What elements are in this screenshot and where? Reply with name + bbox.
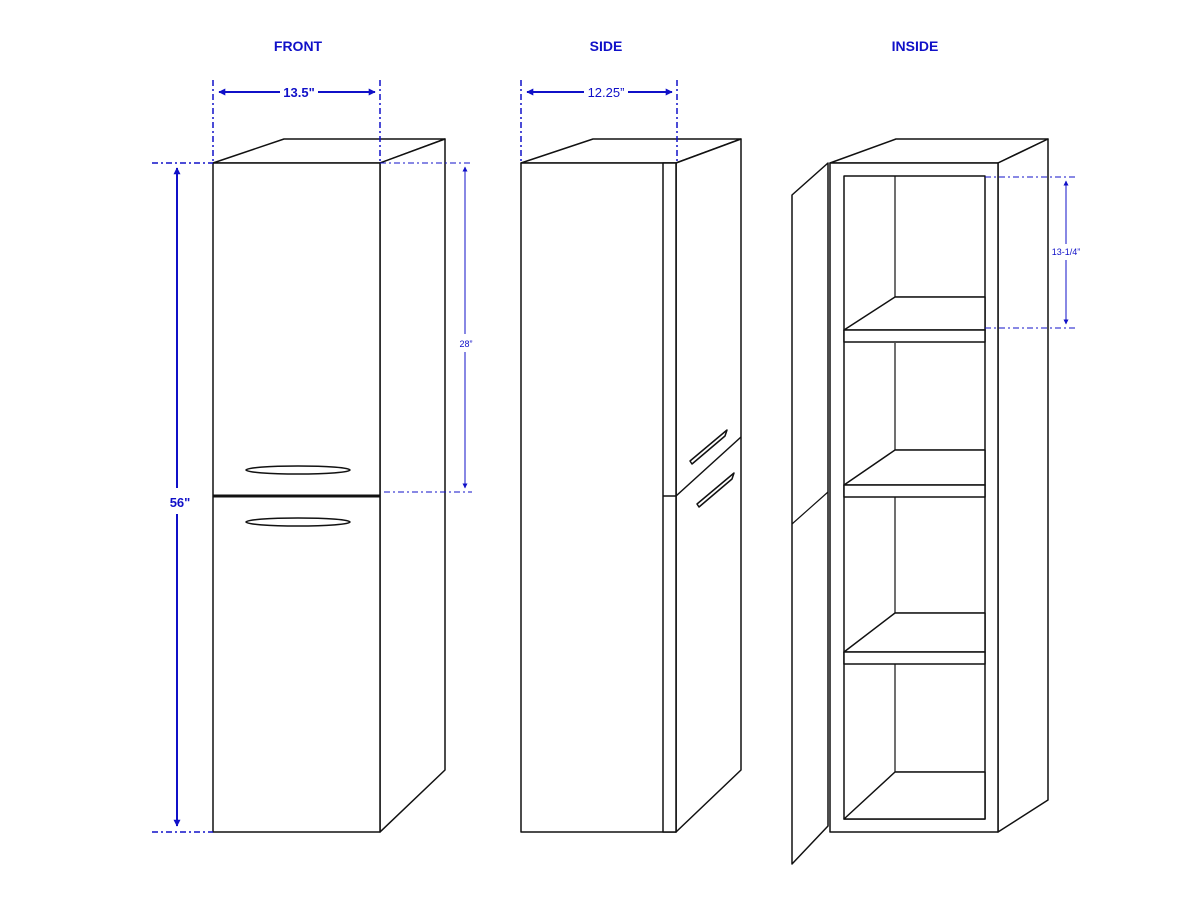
side-upper-handle [689,429,728,465]
overall-height-label: 56" [170,495,191,510]
front-cabinet-right-side [379,138,446,833]
shelf-2-edge [843,484,986,498]
open-door [791,162,829,865]
open-door-split [791,491,829,525]
side-cabinet [520,138,742,833]
side-cabinet-side-panel [520,162,677,833]
side-dimensions [520,80,678,163]
front-cabinet [212,138,446,833]
front-dimensions [152,80,472,833]
inside-cabinet [791,138,1049,865]
upper-door-handle [245,465,351,475]
upper-door-height-label: 28” [459,339,472,349]
cabinet-floor [843,771,986,820]
inside-view-title: INSIDE [891,38,939,54]
front-width-label: 13.5" [283,85,314,100]
lower-door-handle [245,517,351,527]
shelf-1-edge [843,329,986,343]
side-door-split [675,436,742,497]
inside-dimensions [985,176,1076,329]
side-cabinet-front-face [675,138,742,833]
inside-cabinet-right-side [997,138,1049,833]
shelf-spacing-label: 13-1/4” [1052,247,1081,257]
shelf-3-edge [843,651,986,665]
side-view-title: SIDE [589,38,623,54]
front-view-title: FRONT [273,38,323,54]
side-door-thickness [662,162,677,833]
side-lower-handle [696,472,735,508]
side-depth-label: 12.25” [588,85,625,100]
